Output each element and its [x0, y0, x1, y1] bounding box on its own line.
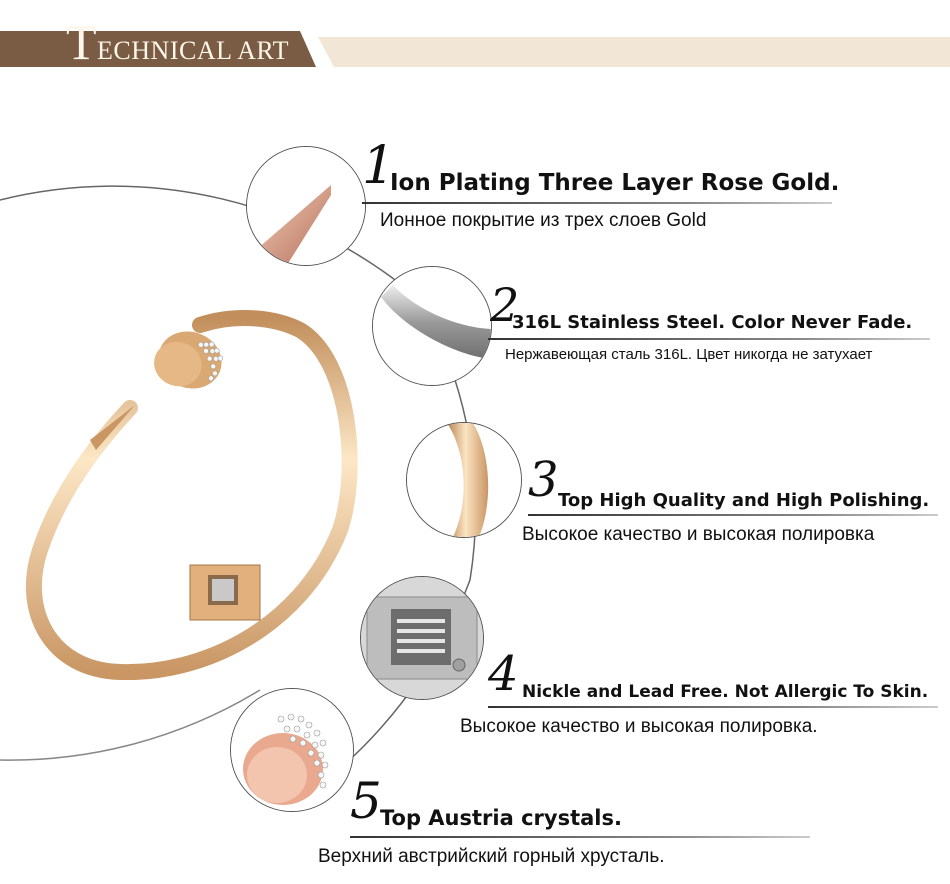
feature-2-image: [372, 266, 492, 386]
gold-bangle-image: [25, 310, 358, 680]
feature-5-title: Top Austria crystals.: [380, 806, 622, 830]
feature-1-subtitle: Ионное покрытие из трех слоев Gold: [380, 210, 707, 231]
feature-4-divider: [488, 706, 938, 708]
header-banner: TECHNICAL ART: [0, 17, 950, 67]
feature-3-image: [406, 422, 522, 538]
feature-4-title: Nickle and Lead Free. Not Allergic To Sk…: [522, 682, 929, 702]
feature-3-divider: [528, 514, 938, 516]
banner-title: TECHNICAL ART: [66, 17, 289, 67]
feature-3-title: Top High Quality and High Polishing.: [558, 490, 930, 511]
feature-5-divider: [350, 836, 810, 838]
feature-4-subtitle: Высокое качество и высокая полировка.: [460, 716, 818, 737]
feature-3-number: 3: [528, 452, 559, 508]
feature-2-subtitle: Нержавеющая сталь 316L. Цвет никогда не …: [505, 346, 873, 363]
feature-5-image: [230, 688, 354, 812]
feature-2-title: 316L Stainless Steel. Color Never Fade.: [512, 312, 913, 333]
feature-1-number: 1: [362, 136, 396, 196]
feature-3-subtitle: Высокое качество и высокая полировка: [522, 524, 875, 545]
feature-5-number: 5: [350, 772, 382, 830]
feature-1-divider: [362, 202, 832, 204]
feature-1-title: Ion Plating Three Layer Rose Gold.: [390, 170, 840, 196]
feature-2-divider: [488, 338, 930, 340]
feature-5-subtitle: Верхний австрийский горный хрусталь.: [318, 846, 665, 867]
feature-2-number: 2: [490, 278, 520, 332]
feature-4-number: 4: [488, 646, 519, 702]
feature-1-image: [246, 146, 366, 266]
banner-title-rest: ECHNICAL ART: [97, 36, 290, 65]
banner-title-initial: T: [66, 14, 98, 70]
banner-shape: [0, 31, 950, 67]
feature-4-image: [360, 576, 484, 700]
